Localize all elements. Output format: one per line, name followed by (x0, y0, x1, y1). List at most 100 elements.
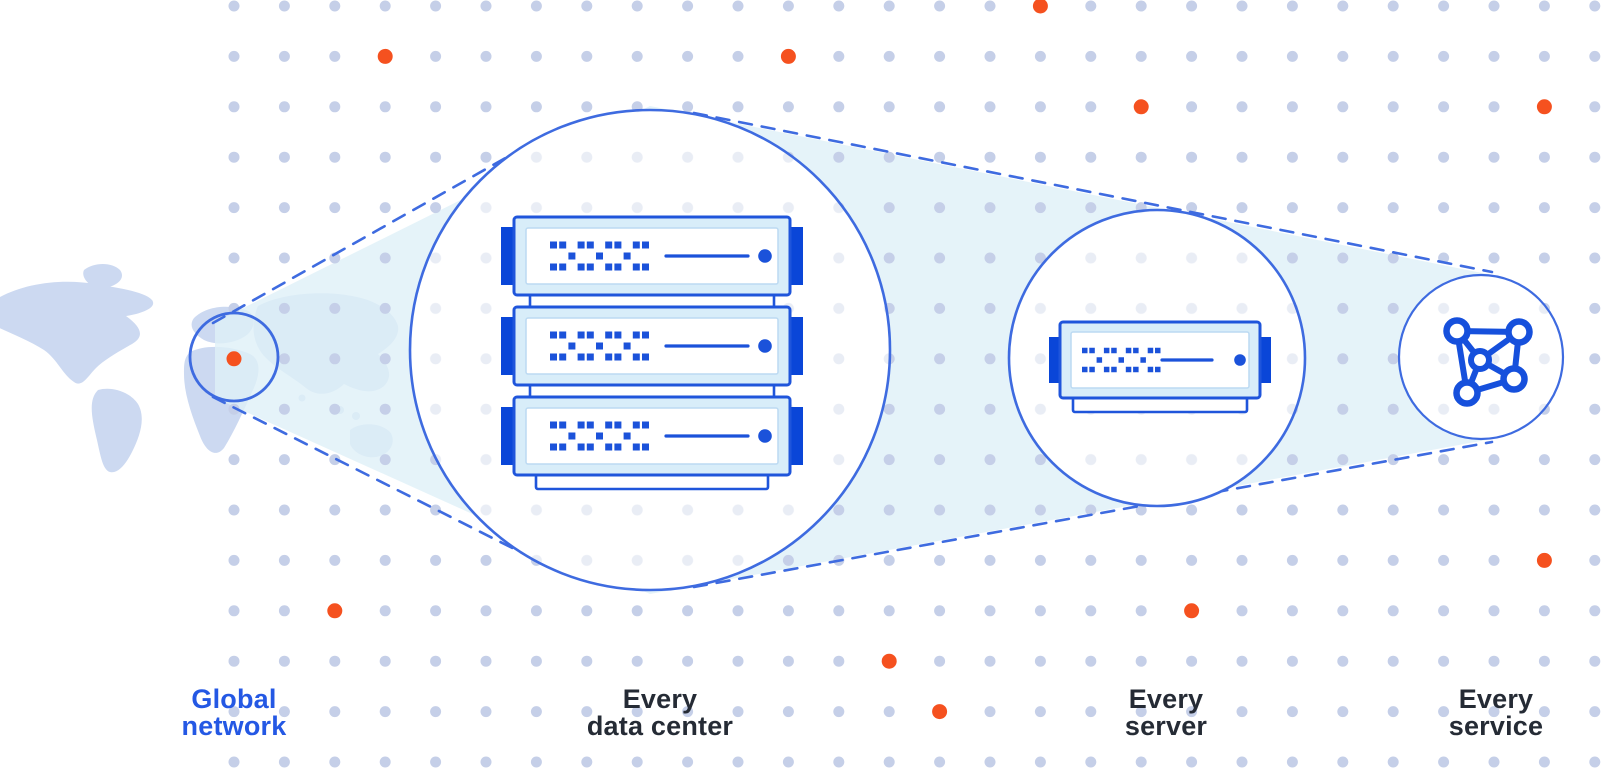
vent-dot (632, 263, 640, 271)
grid-dot (1488, 101, 1500, 113)
grid-dot (1337, 302, 1349, 314)
grid-dot (1085, 504, 1097, 516)
grid-dot (1488, 454, 1500, 466)
grid-dot (1589, 252, 1601, 264)
vent-dot (605, 263, 613, 271)
network-service-icon (1443, 317, 1533, 407)
grid-dot (984, 202, 996, 214)
vent-dot (605, 241, 613, 249)
grid-dot (833, 50, 845, 62)
label-every-server: Every server (1125, 686, 1207, 740)
vent-dot (642, 353, 649, 361)
grid-dot (379, 252, 391, 264)
grid-dot (883, 151, 895, 163)
grid-dot (379, 353, 391, 365)
grid-dot (379, 554, 391, 566)
grid-dot (984, 302, 996, 314)
grid-dot (1589, 101, 1601, 113)
grid-dot (278, 202, 290, 214)
grid-dot (732, 0, 744, 12)
grid-dot (530, 756, 542, 768)
grid-dot (1438, 655, 1450, 667)
grid-dot (1589, 706, 1601, 718)
grid-dot (1589, 454, 1601, 466)
vent-dot (596, 342, 603, 350)
grid-dot (984, 554, 996, 566)
vent-dot (577, 421, 585, 429)
vent-dot (642, 331, 649, 339)
server-icon (1049, 320, 1271, 414)
label-every-server-line1: Every (1128, 684, 1204, 714)
grid-dot (581, 0, 593, 12)
grid-dot (1589, 302, 1601, 314)
grid-dot (883, 454, 895, 466)
grid-dot (278, 504, 290, 516)
grid-dot (1438, 202, 1450, 214)
vent-dot (1111, 347, 1117, 354)
vent-dot (568, 252, 576, 260)
grid-dot (1085, 554, 1097, 566)
grid-dot (1438, 151, 1450, 163)
label-every-service-line1: Every (1458, 684, 1534, 714)
grid-dot (1438, 454, 1450, 466)
vent-dot (577, 353, 585, 361)
grid-dot (1589, 50, 1601, 62)
grid-dot (278, 151, 290, 163)
grid-dot (833, 706, 845, 718)
grid-dot (1034, 101, 1046, 113)
grid-dot (329, 655, 341, 667)
grid-dot (530, 706, 542, 718)
grid-dot (379, 403, 391, 415)
vent-dot (1133, 366, 1139, 373)
grid-dot (1488, 151, 1500, 163)
grid-dot (934, 605, 946, 617)
grid-dot (934, 454, 946, 466)
grid-dot (228, 605, 240, 617)
grid-dot (782, 706, 794, 718)
grid-dot (1286, 0, 1298, 12)
zoom-dash-lower-left (211, 395, 550, 568)
grid-dot (1488, 50, 1500, 62)
grid-dot (480, 756, 492, 768)
grid-dot (1236, 655, 1248, 667)
network-node (1505, 318, 1533, 346)
grid-dot (430, 151, 442, 163)
grid-dot (984, 655, 996, 667)
grid-dot (1286, 454, 1298, 466)
grid-dot (228, 151, 240, 163)
grid-dot (228, 454, 240, 466)
grid-dot (883, 101, 895, 113)
grid-dot (581, 756, 593, 768)
grid-dot (480, 655, 492, 667)
grid-dot (379, 454, 391, 466)
vent-dot (1111, 366, 1117, 373)
label-global-network-line2: network (181, 711, 287, 741)
grid-dot (782, 101, 794, 113)
vent-dot (632, 241, 640, 249)
grid-dot (329, 504, 341, 516)
vent-dot (632, 331, 640, 339)
grid-dot (1034, 655, 1046, 667)
grid-dot-orange (1536, 99, 1552, 115)
grid-dot-orange (1536, 552, 1552, 568)
grid-dot (934, 202, 946, 214)
grid-dot (329, 0, 341, 12)
grid-dot (1085, 0, 1097, 12)
grid-dot (883, 252, 895, 264)
server-power-dot (758, 249, 772, 263)
grid-dot (1034, 706, 1046, 718)
grid-dot (1387, 655, 1399, 667)
grid-dot (984, 403, 996, 415)
grid-dot (631, 706, 643, 718)
grid-dot (480, 0, 492, 12)
grid-dot (1186, 50, 1198, 62)
grid-dot (1438, 0, 1450, 12)
grid-dot (278, 302, 290, 314)
grid-dot (329, 756, 341, 768)
vent-dot (1147, 347, 1154, 354)
grid-dot (883, 50, 895, 62)
vent-dot (605, 331, 613, 339)
grid-dot (1286, 706, 1298, 718)
grid-dot (530, 605, 542, 617)
grid-dot-orange (377, 48, 393, 64)
